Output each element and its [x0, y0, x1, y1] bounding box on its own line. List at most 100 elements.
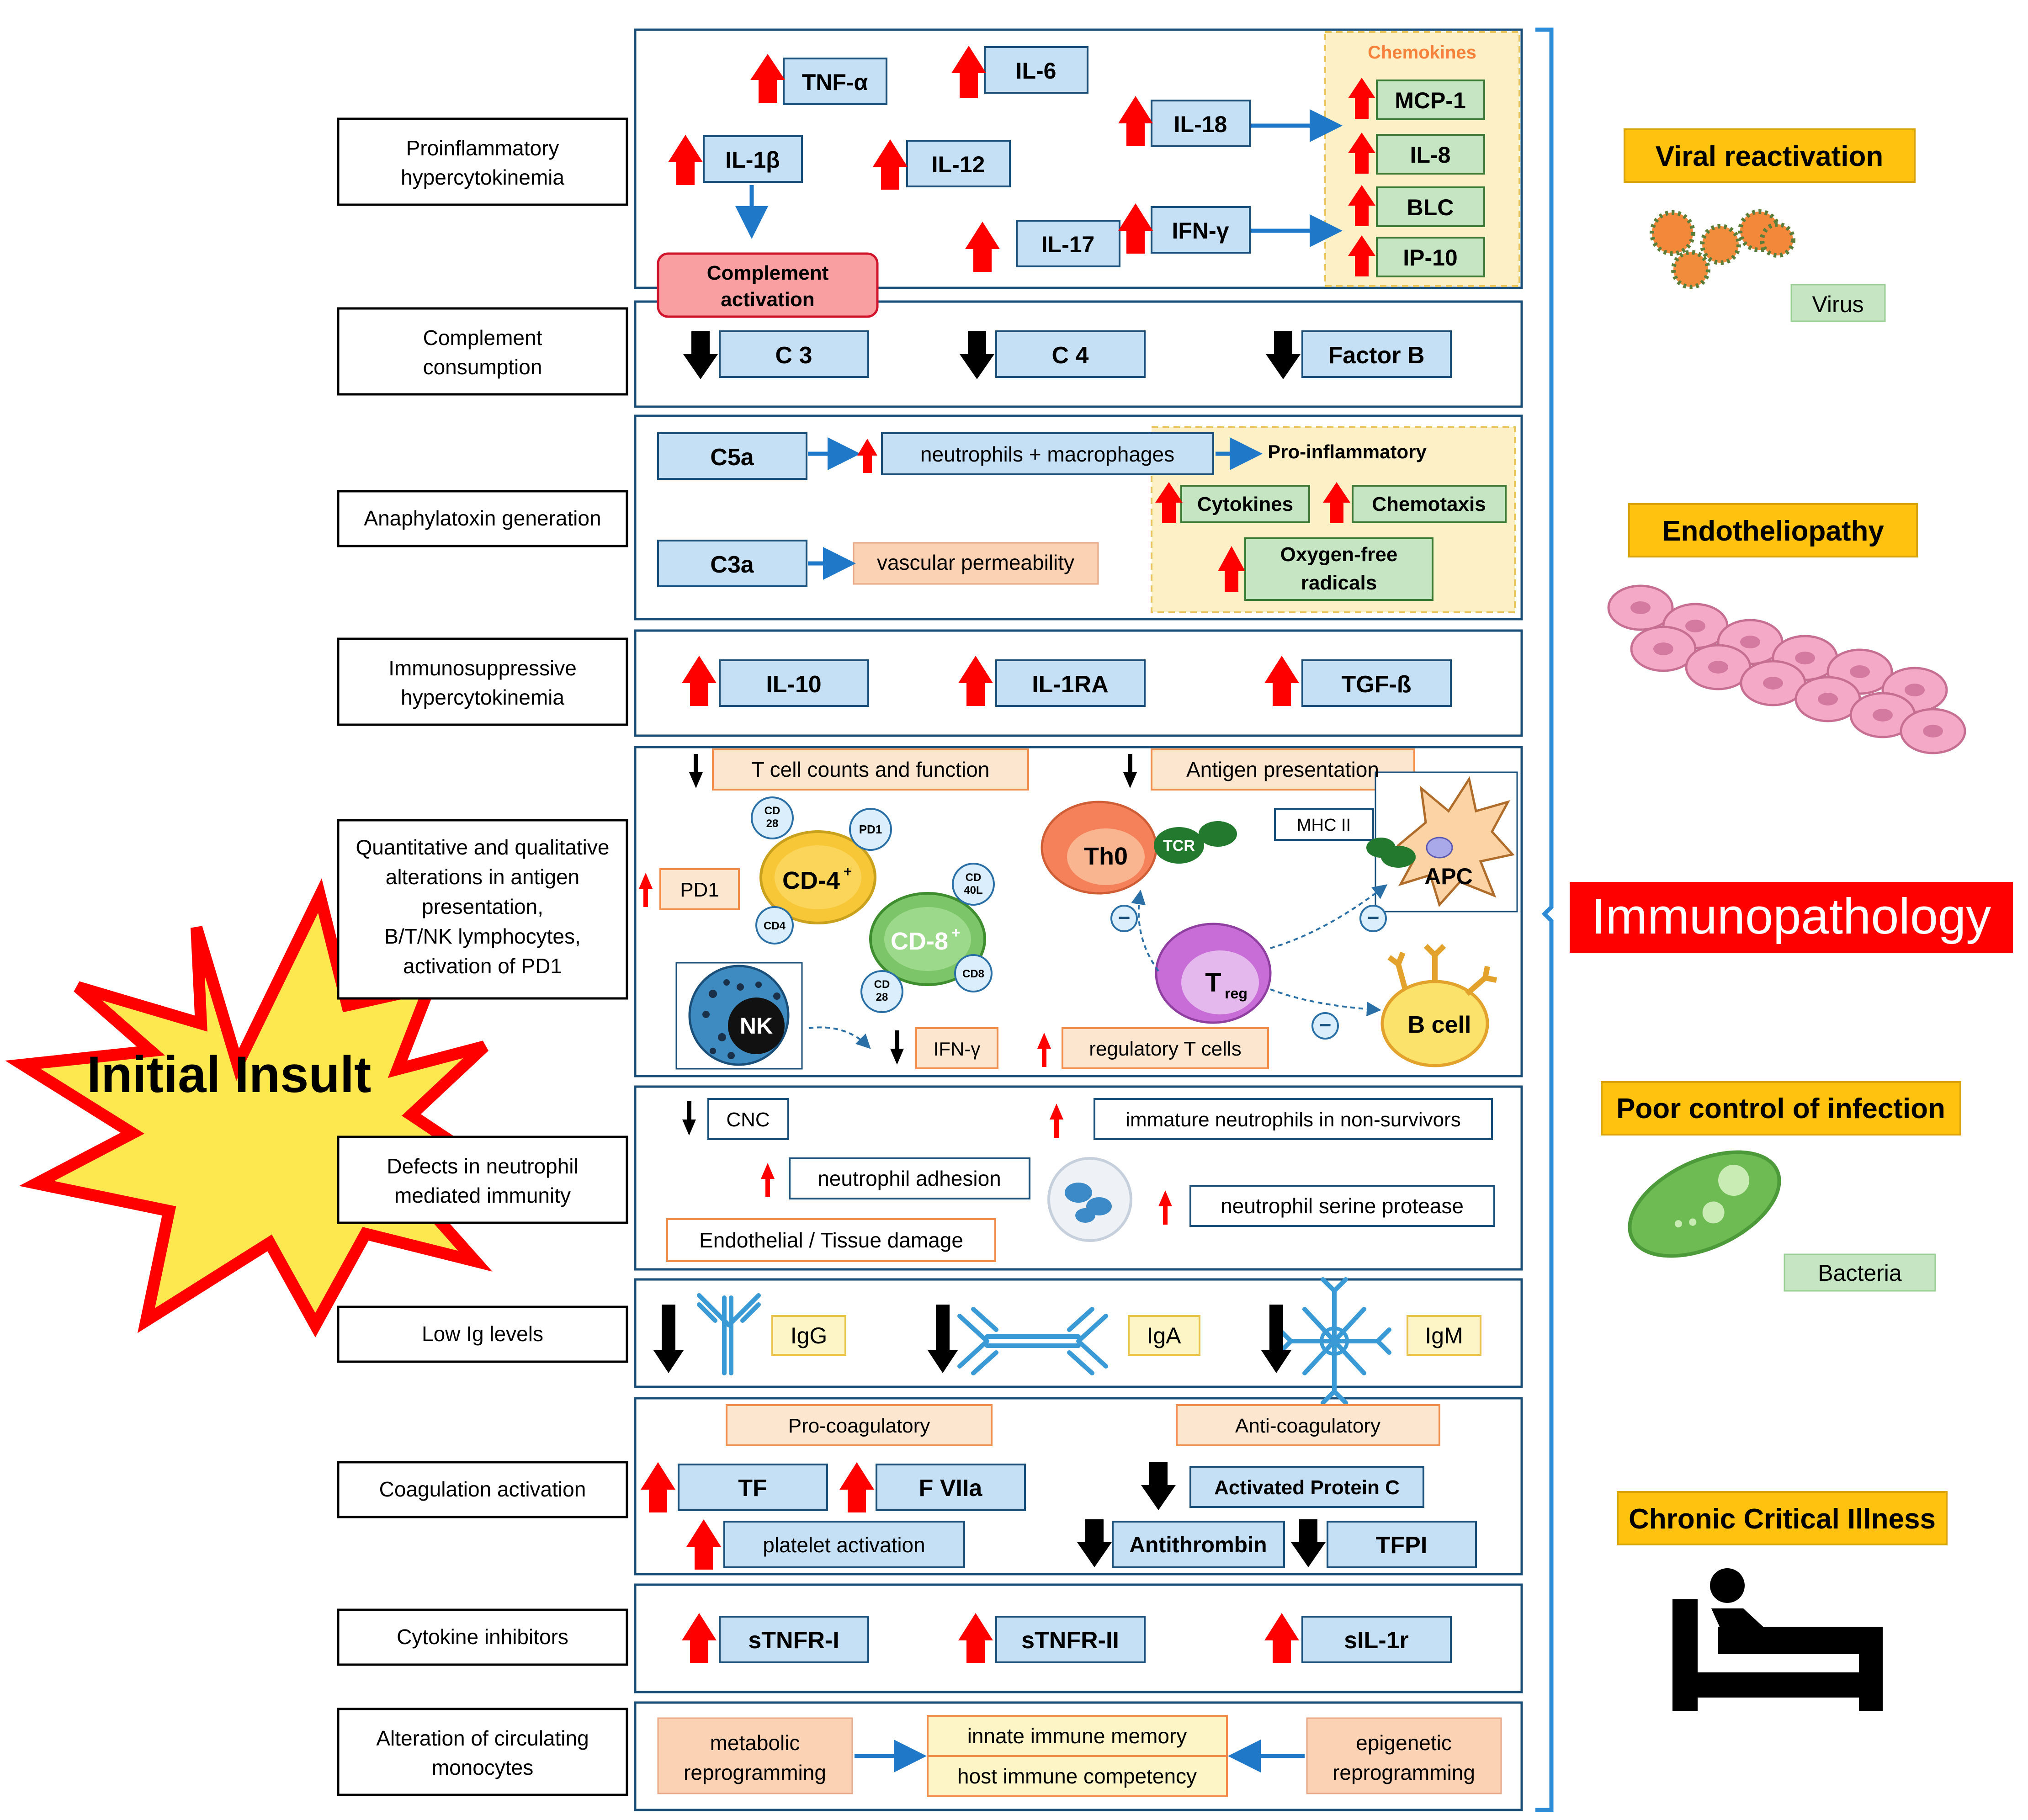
factorb-box: [1301, 330, 1452, 378]
nk-label: NK: [740, 1013, 773, 1039]
host-competency-label: host immune competency: [957, 1764, 1197, 1788]
cd28-circle-top: [751, 796, 794, 839]
tf-box: [678, 1464, 828, 1511]
bcell-label: B cell: [1408, 1012, 1471, 1038]
antigen-presentation-box: [1151, 748, 1415, 791]
minus-circle-apc: [1359, 905, 1387, 932]
ifng-label: IFN-γ: [1172, 218, 1229, 244]
mhc-box: [1274, 808, 1374, 841]
pd1-box-label: PD1: [680, 879, 719, 901]
oxygen-label-2: radicals: [1301, 572, 1377, 594]
chemokine-il8: IL-8: [1410, 142, 1451, 168]
cnc-box: [707, 1098, 789, 1140]
serine-protease-label: neutrophil serine protease: [1221, 1194, 1464, 1218]
cytokines-box: [1180, 485, 1310, 523]
antithrombin-box: [1112, 1521, 1285, 1568]
chronic-illness-label: Chronic Critical Illness: [1629, 1503, 1936, 1535]
antithrombin-label: Antithrombin: [1129, 1533, 1267, 1557]
label-monocytes-2: monocytes: [432, 1756, 533, 1779]
il1ra-box: [995, 659, 1146, 707]
tnf-label: TNF-α: [802, 69, 868, 95]
complement-activation-box: [657, 252, 879, 318]
label-neutrophil-2: mediated immunity: [394, 1183, 571, 1207]
activated-protein-c-label: Activated Protein C: [1214, 1476, 1400, 1499]
cd8-plus: +: [952, 924, 961, 941]
cd8-small-label: CD8: [962, 968, 984, 980]
tcr-label: TCR: [1163, 837, 1195, 854]
iga-box: [1128, 1315, 1200, 1356]
c3-label: C 3: [775, 342, 812, 369]
epigenetic-reprogramming-box: [1306, 1717, 1502, 1794]
tf-label: TF: [738, 1475, 767, 1502]
igg-antibody-icon: [697, 1293, 761, 1375]
neutrophil-adhesion-label: neutrophil adhesion: [818, 1167, 1001, 1190]
tnf-box: [783, 58, 887, 105]
il18-label: IL-18: [1174, 111, 1227, 137]
igm-label: IgM: [1425, 1323, 1463, 1348]
tfpi-label: TFPI: [1376, 1532, 1428, 1559]
immunopathology-bracket: [1535, 27, 1554, 1812]
pd1-box: [659, 868, 740, 910]
neutrophils-macrophages-label: neutrophils + macrophages: [920, 442, 1174, 466]
cd8-small-circle: [954, 954, 993, 992]
hospital-bed-icon: [1672, 1568, 1883, 1711]
factorb-label: Factor B: [1328, 342, 1425, 369]
bacteria-icon: [1628, 1150, 1781, 1258]
anticoagulatory-box: [1176, 1404, 1440, 1446]
regulatory-tcells-label: regulatory T cells: [1089, 1038, 1241, 1060]
immature-neutrophils-box: [1094, 1098, 1493, 1140]
neutrophils-macrophages-box: [881, 432, 1214, 475]
igg-box: [771, 1315, 846, 1356]
cd28-bottom-1: CD: [874, 978, 890, 991]
minus-bcell: −: [1319, 1013, 1332, 1037]
cd40l-2: 40L: [964, 884, 982, 897]
left-labels: [337, 117, 628, 1796]
cd28-top-1: CD: [764, 805, 780, 817]
c5a-label: C5a: [710, 444, 754, 471]
virus-label: Virus: [1812, 292, 1863, 317]
label-proinflammatory-1: Proinflammatory: [406, 136, 559, 160]
cd28-top-2: 28: [766, 817, 779, 830]
label-quantitative-4: B/T/NK lymphocytes,: [384, 924, 580, 948]
oxygen-radicals-box: [1244, 537, 1433, 601]
il6-box: [984, 46, 1088, 94]
il1b-label: IL-1β: [725, 147, 780, 173]
bacteria-box: [1784, 1253, 1936, 1292]
chemokine-mcp1: MCP-1: [1395, 88, 1466, 113]
sil1r-box: [1301, 1616, 1452, 1663]
poor-control-label: Poor control of infection: [1616, 1093, 1945, 1125]
metabolic-2: reprogramming: [684, 1761, 826, 1784]
bacteria-label: Bacteria: [1818, 1260, 1902, 1286]
oxygen-label-1: Oxygen-free: [1280, 543, 1398, 566]
sil1r-label: sIL-1r: [1344, 1627, 1409, 1654]
th0-label: Th0: [1084, 843, 1128, 870]
innate-memory-box: [927, 1715, 1228, 1757]
label-neutrophil-1: Defects in neutrophil: [387, 1154, 578, 1178]
il10-box: [719, 659, 869, 707]
c3-box: [719, 330, 869, 378]
tgf-box: [1301, 659, 1452, 707]
chronic-illness-box: [1617, 1491, 1948, 1545]
label-proinflammatory-2: hypercytokinemia: [401, 165, 564, 189]
minus-th0: −: [1118, 906, 1131, 929]
viral-reactivation-label: Viral reactivation: [1656, 141, 1884, 172]
il1b-box: [703, 135, 803, 183]
regulatory-tcells-box: [1062, 1027, 1269, 1069]
label-complement-1: Complement: [423, 326, 542, 350]
label-quantitative-1: Quantitative and qualitative: [356, 835, 610, 859]
stnfr1-box: [719, 1616, 869, 1663]
il17-label: IL-17: [1041, 232, 1095, 257]
cd4-small-label: CD4: [764, 920, 786, 932]
antigen-presentation-label: Antigen presentation: [1186, 758, 1379, 781]
platelet-activation-box: [723, 1521, 965, 1568]
chemotaxis-box: [1352, 485, 1507, 523]
minus-circle-bcell: [1311, 1012, 1339, 1040]
chemotaxis-label: Chemotaxis: [1372, 493, 1486, 515]
procoagulatory-label: Pro-coagulatory: [788, 1415, 930, 1437]
il18-box: [1151, 100, 1251, 147]
iga-antibody-icon: [957, 1307, 1108, 1375]
il6-label: IL-6: [1016, 58, 1056, 84]
stnfr2-box: [995, 1616, 1146, 1663]
cd4-small-circle: [755, 906, 794, 944]
